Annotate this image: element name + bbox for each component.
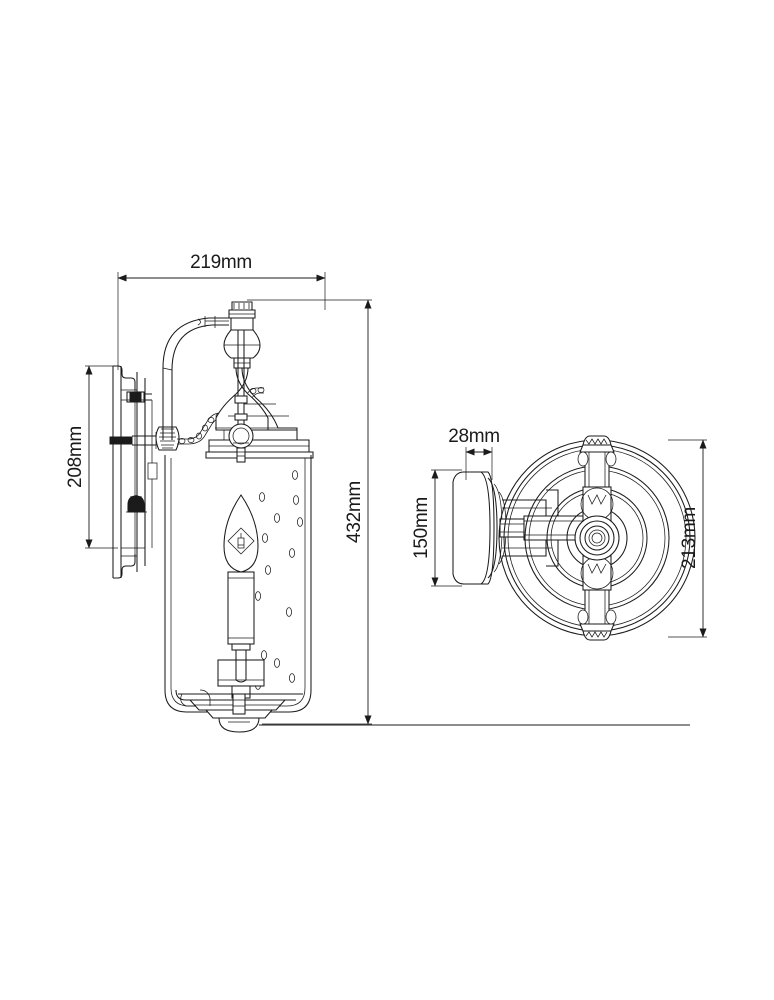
dimension-432mm: 432mm: [247, 299, 372, 725]
socket-stem-mount: [217, 649, 265, 699]
front-centre-hub: [574, 515, 620, 561]
dimension-label-432mm: 432mm: [344, 481, 365, 543]
dimension-label-28mm: 28mm: [448, 426, 500, 447]
lamp-socket: [227, 571, 255, 651]
wall-backplate-side: [112, 365, 158, 579]
dimension-label-219mm: 219mm: [190, 252, 252, 273]
lower-fixing-bolt: [126, 495, 147, 513]
front-top-finial: [577, 435, 617, 467]
top-finial: [223, 301, 261, 369]
dimension-213mm: 213mm: [668, 439, 707, 638]
front-bottom-finial: [577, 609, 617, 641]
dimension-208mm: 208mm: [65, 365, 118, 549]
mid-arm-bolt: [109, 432, 157, 449]
side-elevation-view: [109, 301, 690, 733]
bottom-plate-finial: [175, 689, 690, 733]
arm-knurled-joint: [155, 426, 180, 451]
suspension-ring: [228, 423, 254, 463]
curved-support-arm: [162, 316, 229, 440]
wall-plate-front: [452, 471, 507, 585]
candle-bulb: [223, 494, 259, 573]
lantern-top-housing: [205, 367, 314, 459]
front-elevation-view: [452, 435, 696, 641]
dimension-label-150mm: 150mm: [411, 497, 432, 559]
dimension-label-208mm: 208mm: [65, 426, 86, 488]
dimension-150mm: 150mm: [411, 469, 462, 587]
dimension-28mm: 28mm: [448, 426, 500, 480]
dimension-219mm: 219mm: [117, 252, 326, 370]
dimension-label-213mm: 213mm: [679, 507, 700, 569]
bottom-collar-hook: [180, 689, 211, 707]
glass-bubble-speckles: [255, 470, 303, 690]
upper-fixing-bolt: [126, 391, 152, 403]
